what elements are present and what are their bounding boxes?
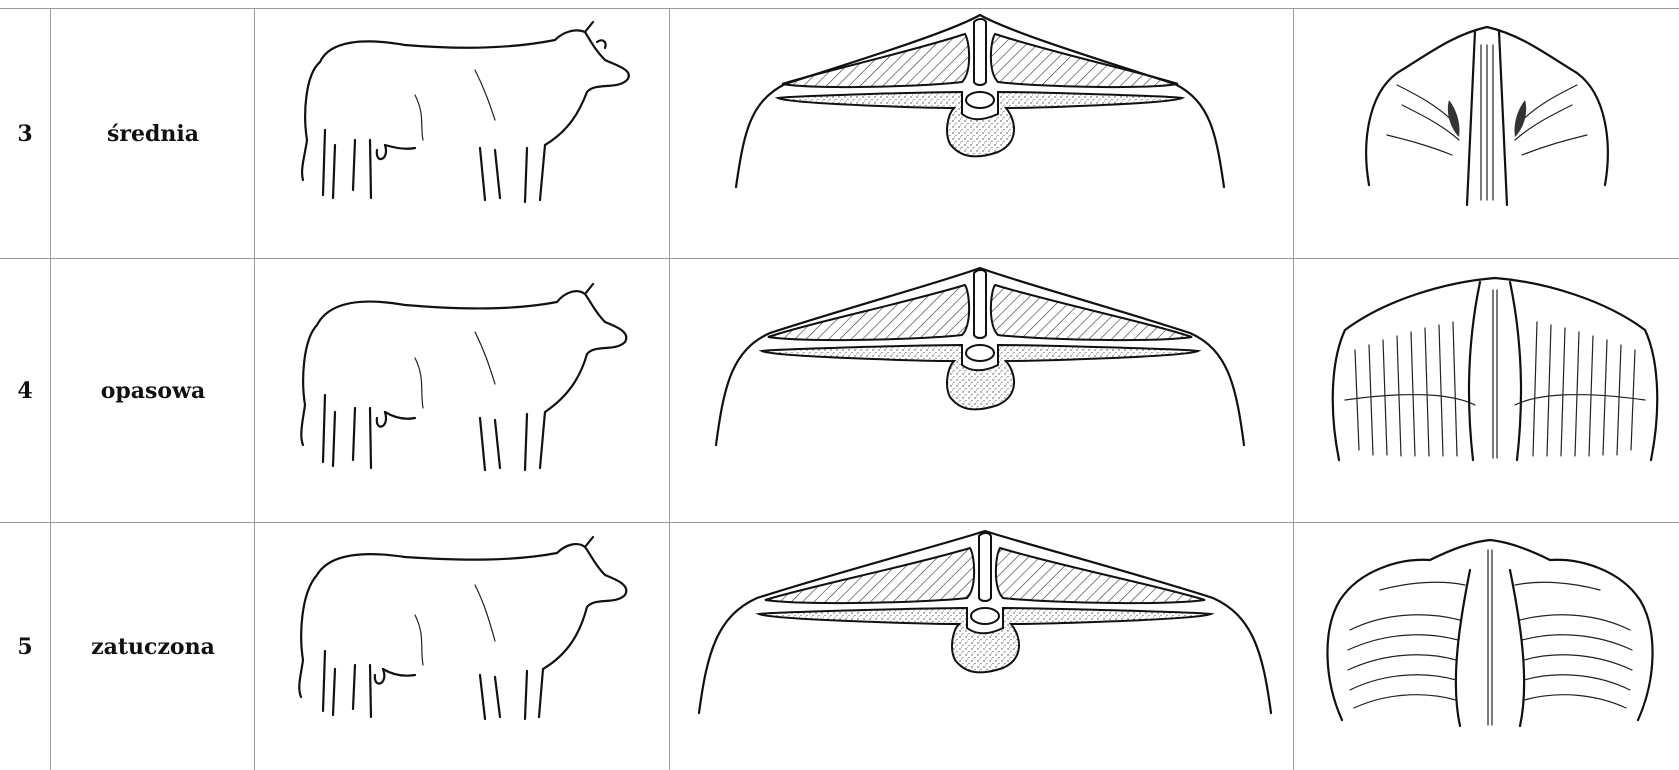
col-divider-3 — [669, 8, 670, 770]
cow-side-view-icon — [295, 535, 635, 725]
condition-category: opasowa — [51, 259, 255, 522]
rump-rear-view-icon — [1357, 25, 1617, 210]
back-cross-section-icon — [710, 265, 1250, 455]
rump-rear-view-icon — [1320, 530, 1660, 730]
back-cross-section-icon — [695, 528, 1275, 718]
condition-category: średnia — [51, 9, 255, 258]
rump-rear-view-icon — [1325, 270, 1665, 470]
col-divider-4 — [1293, 8, 1294, 770]
back-cross-section-icon — [730, 12, 1230, 202]
row-number: 4 — [0, 259, 50, 522]
condition-category: zatuczona — [51, 523, 255, 770]
row-number: 5 — [0, 523, 50, 770]
cow-side-view-icon — [295, 280, 635, 480]
cow-side-view-icon — [295, 20, 635, 210]
row-number: 3 — [0, 9, 50, 258]
